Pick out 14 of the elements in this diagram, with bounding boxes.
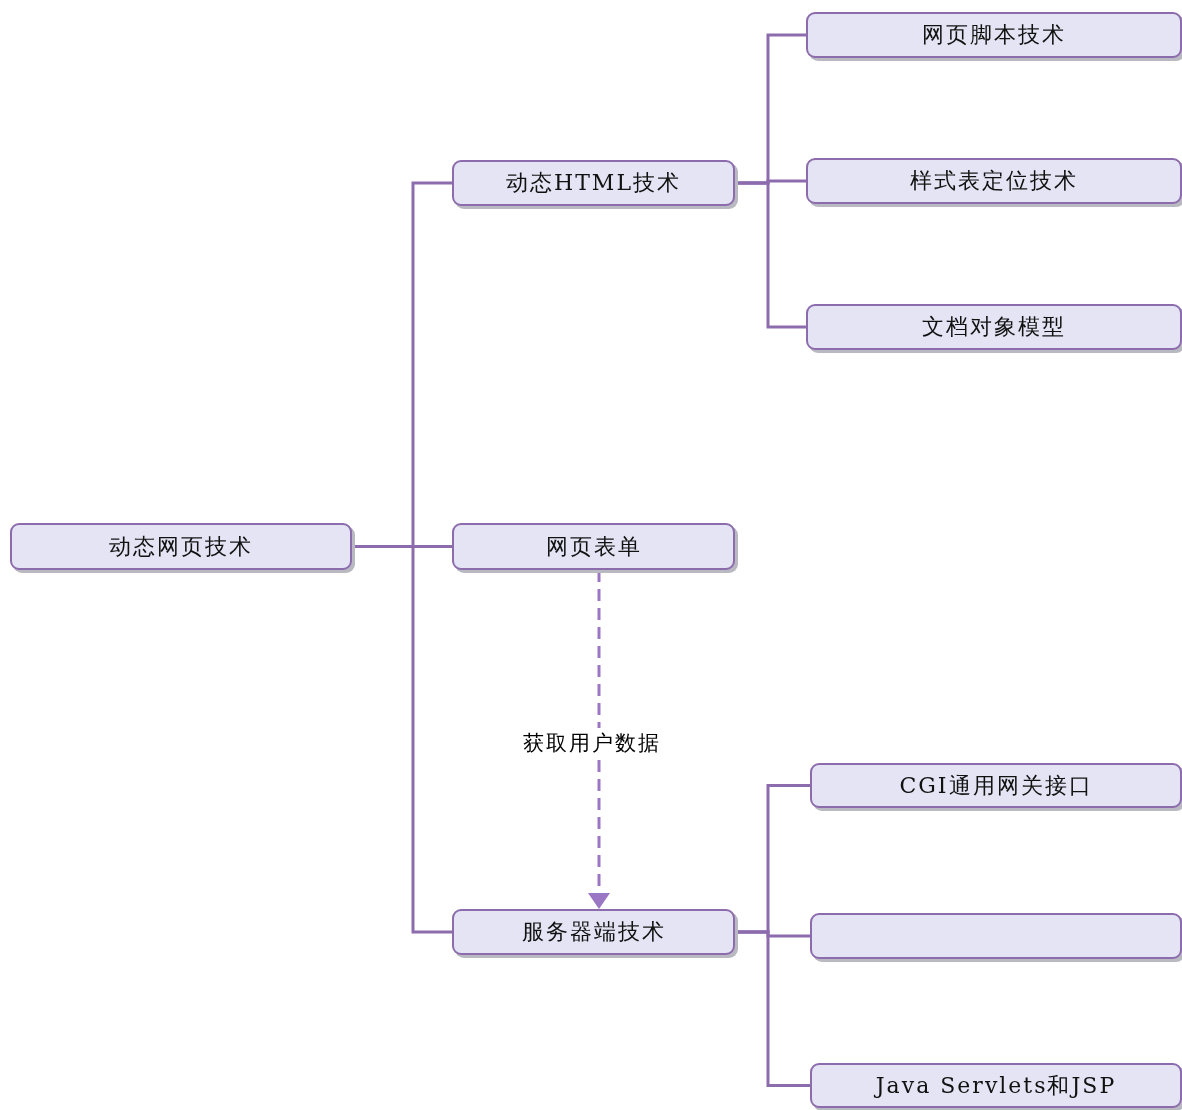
topic-box: 网页脚本技术 <box>806 12 1182 58</box>
topic-box: 动态HTML技术 <box>452 160 735 206</box>
topic-box: Java Servlets和JSP <box>810 1063 1182 1108</box>
topic-box: 样式表定位技术 <box>806 158 1182 204</box>
connector-line <box>352 545 452 934</box>
topic-box: 服务器端技术 <box>452 909 735 955</box>
arrow <box>591 570 607 909</box>
topic-box: 文档对象模型 <box>806 304 1182 350</box>
topic-box <box>810 913 1182 959</box>
topic-box: CGI通用网关接口 <box>810 763 1182 808</box>
connector-line <box>735 181 806 329</box>
topic-box: 网页表单 <box>452 523 735 570</box>
connector-line <box>735 930 810 1087</box>
topic-box: 动态网页技术 <box>10 523 352 570</box>
